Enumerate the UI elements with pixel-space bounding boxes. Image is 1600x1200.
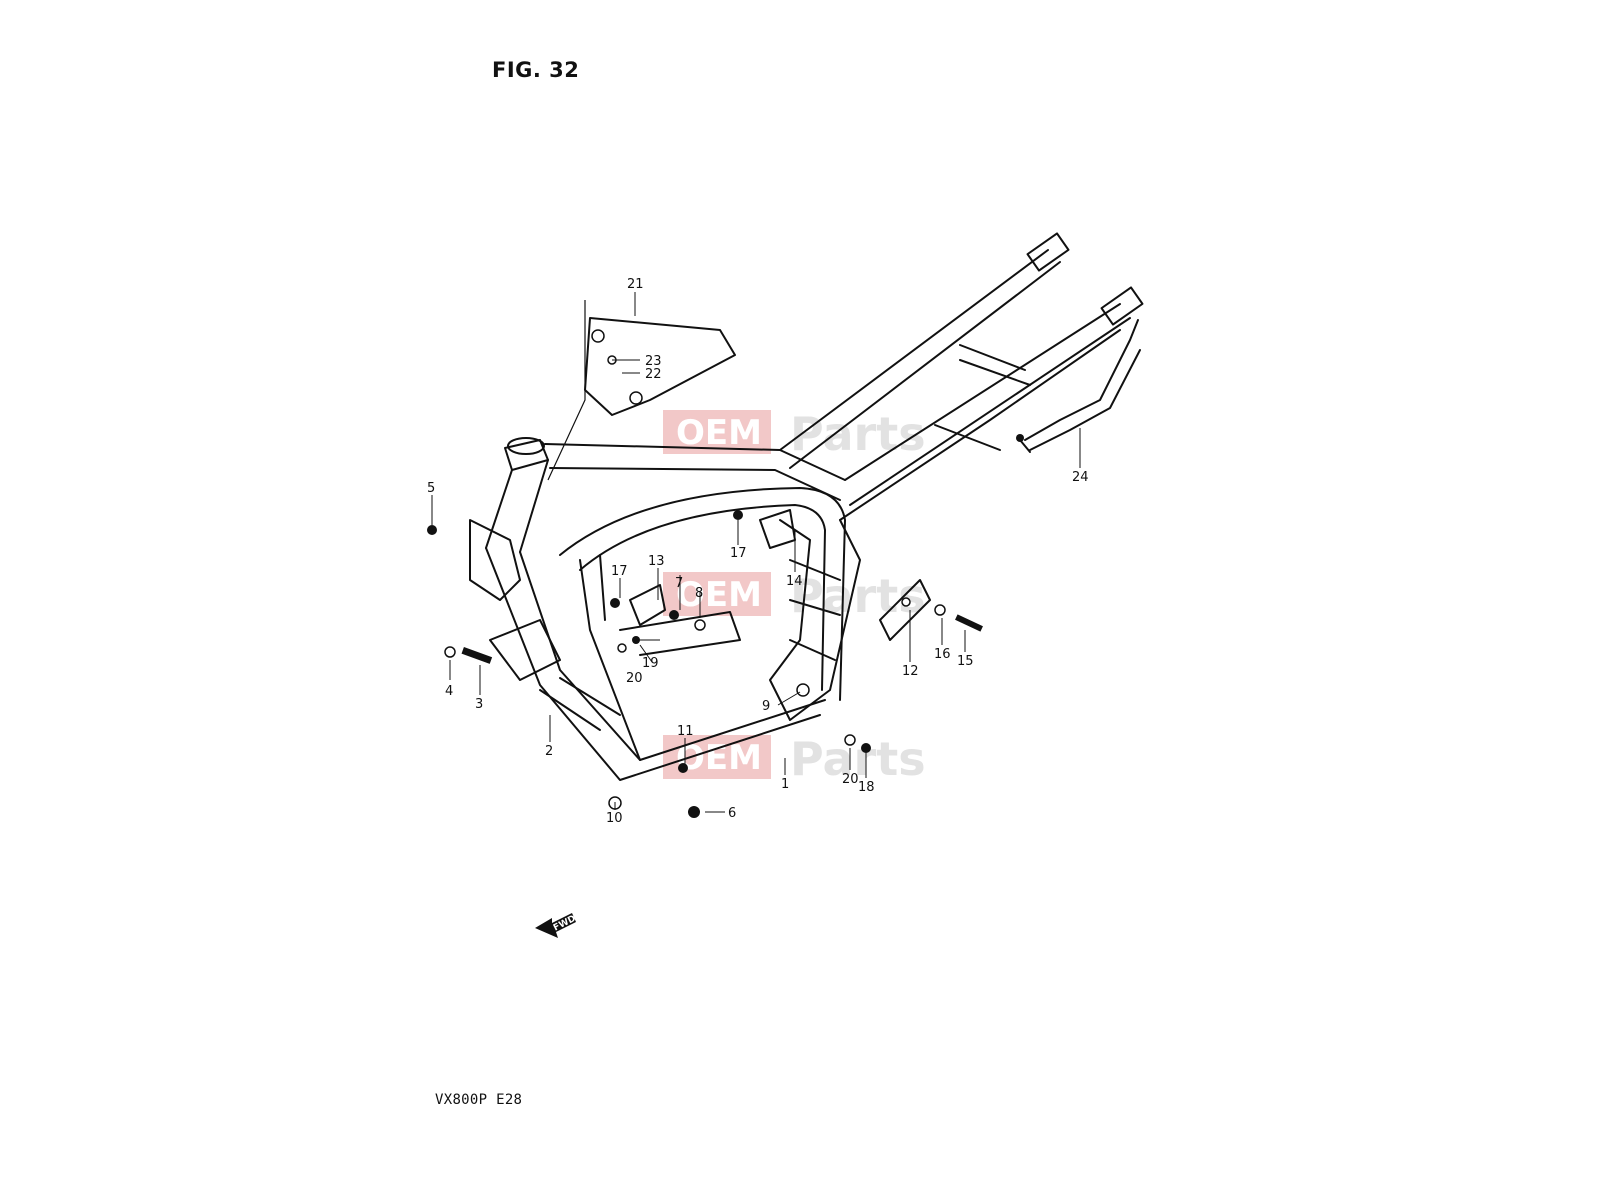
washer-icon [844,734,856,746]
leader-lines [431,292,1081,813]
model-code: VX800P E28 [435,1092,523,1108]
callout-22: 22 [645,367,662,382]
callout-5: 5 [427,481,435,496]
callout-11: 11 [677,724,694,739]
figure-title: FIG. 32 [492,58,580,82]
callout-14: 14 [786,574,803,589]
callout-17: 17 [730,546,747,561]
callout-15: 15 [957,654,974,669]
callout-7: 7 [675,576,683,591]
watermark: OEM Parts OEM Parts OEM Parts [663,407,926,786]
bolt-icon [427,525,437,535]
bolt-icon [955,614,983,632]
side-cover-part-21 [547,300,736,481]
main-frame [469,232,1144,781]
bolt-icon [733,510,743,520]
callout-6: 6 [728,806,736,821]
callouts: 21 23 22 5 4 3 2 10 6 7 8 9 11 1 12 13 1… [427,277,1089,826]
nut-icon [694,619,706,631]
callout-17: 17 [611,564,628,579]
watermark-tail: Parts [790,732,926,786]
watermark-box [663,572,771,616]
callout-24: 24 [1072,470,1089,485]
bolt-icon [669,610,679,620]
watermark-text: OEM [676,575,762,615]
callout-18: 18 [858,780,875,795]
bolt-icon [632,636,640,644]
bolt-icon [861,743,871,753]
callout-10: 10 [606,811,623,826]
callout-21: 21 [627,277,644,292]
bolt-icon [610,598,620,608]
callout-12: 12 [902,664,919,679]
fwd-arrow-icon: FWD [535,913,577,938]
callout-9: 9 [762,699,770,714]
rear-bracket-part-24 [1019,319,1141,453]
watermark-text: OEM [676,413,762,453]
callout-4: 4 [445,684,453,699]
callout-19: 19 [642,656,659,671]
nut-icon [796,683,810,697]
bolt-icon [461,647,493,664]
callout-13: 13 [648,554,665,569]
washer-icon [617,643,627,653]
bolt-icon [678,763,688,773]
callout-8: 8 [695,586,703,601]
washer-icon [444,646,456,658]
bolt-icon [1016,434,1024,442]
callout-23: 23 [645,354,662,369]
bolt-icon [688,806,700,818]
callout-2: 2 [545,744,553,759]
callout-1: 1 [781,777,789,792]
callout-20: 20 [842,772,859,787]
callout-3: 3 [475,697,483,712]
washer-icon [934,604,946,616]
callout-16: 16 [934,647,951,662]
plate-part-12 [879,579,931,641]
callout-20: 20 [626,671,643,686]
